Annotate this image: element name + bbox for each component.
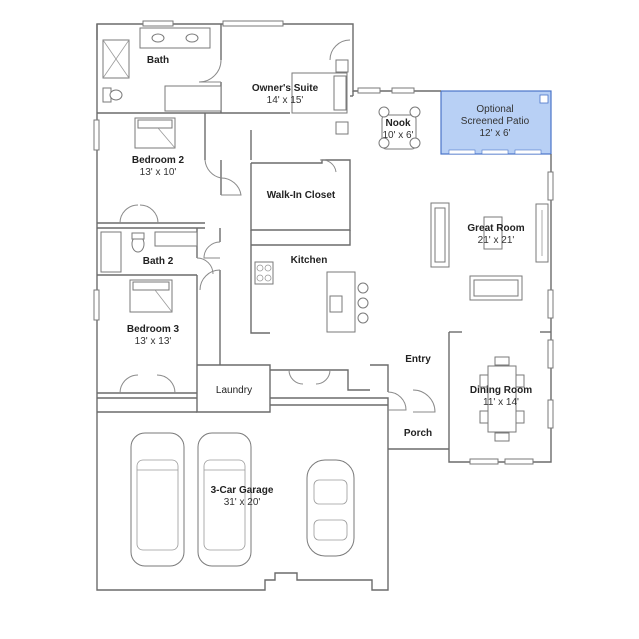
room-name: Great Room	[467, 223, 525, 234]
room-name: Bath	[146, 55, 170, 66]
room-name-line-1: Optional	[476, 104, 514, 115]
room-dimensions: 10' x 6'	[382, 130, 414, 141]
room-label-garage: 3-Car Garage 31' x 20'	[211, 485, 274, 509]
bedroom-2-furniture	[134, 117, 176, 149]
room-name: Laundry	[215, 385, 253, 396]
room-label-bedroom-3: Bedroom 3 13' x 13'	[127, 324, 179, 348]
room-name: Kitchen	[290, 255, 328, 266]
room-name: Owner's Suite	[251, 83, 319, 94]
room-name-line-2: Screened Patio	[460, 116, 530, 127]
room-label-great-room: Great Room 21' x 21'	[467, 223, 524, 247]
room-label-owners-suite: Owner's Suite 14' x 15'	[252, 83, 318, 107]
room-label-bath: Bath	[147, 55, 169, 67]
room-name: Bedroom 2	[131, 155, 185, 166]
room-dimensions: 31' x 20'	[223, 497, 261, 508]
room-name: Dining Room	[469, 385, 533, 396]
room-name: Entry	[405, 354, 431, 365]
kitchen-fixtures	[254, 261, 369, 333]
room-dimensions: 12' x 6'	[479, 128, 511, 139]
room-label-walk-in-closet: Walk-In Closet	[267, 190, 336, 202]
room-label-entry: Entry	[405, 354, 431, 366]
screened-patio-area	[440, 90, 552, 155]
room-dimensions: 14' x 15'	[266, 95, 304, 106]
room-label-dining-room: Dining Room 11' x 14'	[470, 385, 532, 409]
nook-table	[378, 106, 421, 150]
bath-2-fixtures	[100, 231, 198, 273]
room-label-bedroom-2: Bedroom 2 13' x 10'	[132, 155, 184, 179]
dining-table	[479, 356, 525, 442]
room-label-laundry: Laundry	[216, 385, 252, 397]
bedroom-3-furniture	[129, 279, 173, 313]
room-name: Bath 2	[142, 256, 174, 267]
doors	[119, 39, 436, 413]
bath-fixtures	[102, 27, 222, 112]
room-name: 3-Car Garage	[210, 485, 274, 496]
room-name: Walk-In Closet	[266, 190, 336, 201]
owners-suite-furniture	[291, 59, 349, 135]
windows	[93, 20, 554, 465]
room-label-bath-2: Bath 2	[143, 256, 174, 268]
room-name: Bedroom 3	[126, 324, 180, 335]
room-label-screened-patio: Optional Screened Patio 12' x 6'	[461, 104, 529, 140]
room-name: Porch	[403, 428, 433, 439]
room-label-porch: Porch	[404, 428, 432, 440]
room-dimensions: 21' x 21'	[477, 235, 515, 246]
room-dimensions: 11' x 14'	[483, 397, 519, 408]
room-label-kitchen: Kitchen	[291, 255, 328, 267]
garage-vehicles	[130, 432, 355, 567]
great-room-furniture	[430, 202, 549, 301]
room-name: Nook	[385, 118, 411, 129]
room-dimensions: 13' x 13'	[134, 336, 172, 347]
room-dimensions: 13' x 10'	[139, 167, 177, 178]
room-label-nook: Nook 10' x 6'	[382, 118, 413, 142]
interior-walls	[97, 24, 551, 413]
